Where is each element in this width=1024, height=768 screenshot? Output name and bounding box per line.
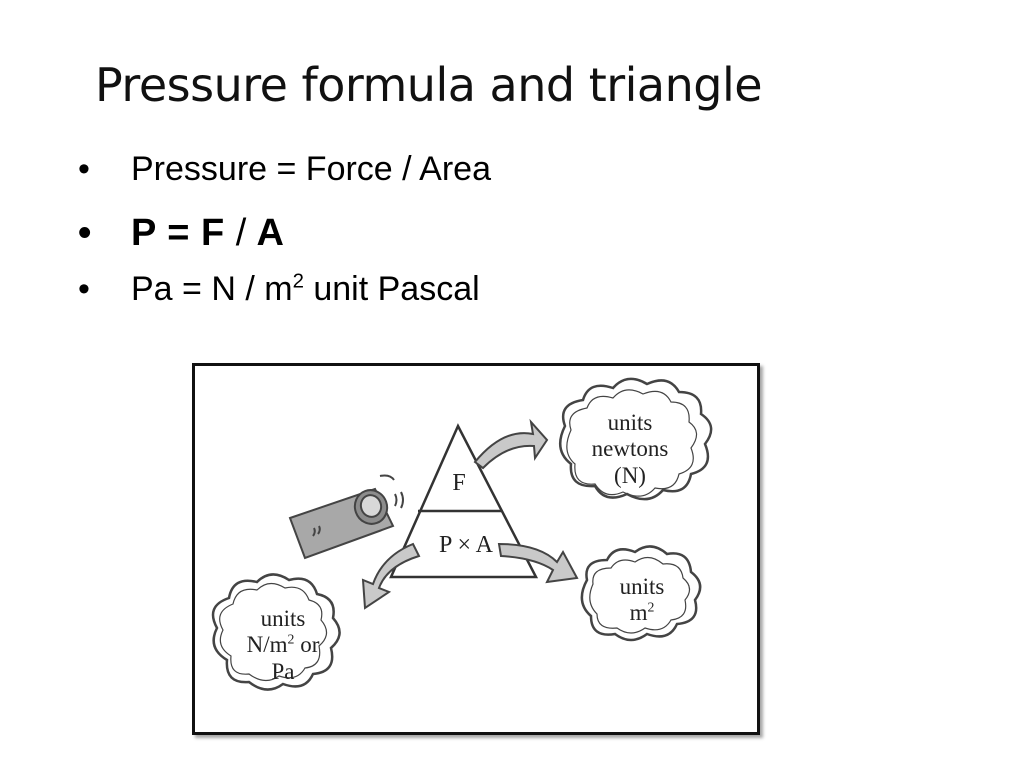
bullet-marker: • <box>78 270 90 308</box>
pressure-triangle-figure: F P × A units newtons (N) units m2 units… <box>192 363 760 735</box>
cloud-pressure-line-3: Pa <box>271 658 295 684</box>
cloud-pressure-units <box>211 573 341 691</box>
cloud-pressure-line-1: units <box>260 606 306 631</box>
triangle-label-pressure-area: P × A <box>439 532 493 558</box>
cloud-pressure-text: units N/m2 or Pa <box>223 606 343 685</box>
triangle-outline <box>389 423 539 579</box>
triangle-label-force: F <box>452 470 466 496</box>
cloud-pressure-line-2: N/m2 or <box>223 632 343 658</box>
cloud-area-unit: m <box>629 600 648 626</box>
cloud-force-text: units newtons (N) <box>575 410 685 489</box>
arrow-to-pressure-units <box>361 542 421 610</box>
bullet-unit-text: Pa = N / m2 unit Pascal <box>131 270 480 309</box>
cloud-area-text: units m2 <box>597 574 687 627</box>
cloud-pressure-superscript: 2 <box>287 631 295 647</box>
diagram-graphics <box>211 377 713 691</box>
bullet-marker: • <box>78 150 90 188</box>
bullet-text: Pressure = Force / Area <box>131 150 491 188</box>
cloud-area-line-1: units <box>619 574 665 599</box>
cloud-area-units <box>580 545 702 642</box>
cloud-pressure-or: or <box>294 632 320 658</box>
cloud-force-line-1: units <box>607 410 653 435</box>
unit-superscript: 2 <box>292 270 304 293</box>
formula-slash: / <box>235 212 247 254</box>
arrow-to-force-units <box>473 418 549 470</box>
bullet-marker: • <box>78 212 92 254</box>
cloud-force-line-3: (N) <box>614 462 646 488</box>
unit-rest: unit Pascal <box>303 270 480 308</box>
finger-pressing-icon <box>288 474 404 560</box>
slide-title: Pressure formula and triangle <box>95 58 763 112</box>
pressure-triangle <box>389 423 539 579</box>
cloud-area-superscript: 2 <box>647 599 655 615</box>
cloud-pressure-unit: N/m <box>246 632 288 658</box>
cloud-area-line-2: m2 <box>597 600 687 626</box>
unit-main: Pa = N / m <box>131 270 293 308</box>
bullet-formula: P = F / A <box>131 212 284 255</box>
cloud-force-line-2: newtons <box>591 436 669 462</box>
formula-right: A <box>246 212 285 254</box>
formula-left: P = F <box>131 212 236 254</box>
cloud-force-units <box>558 377 713 501</box>
arrow-to-area-units <box>497 542 579 584</box>
